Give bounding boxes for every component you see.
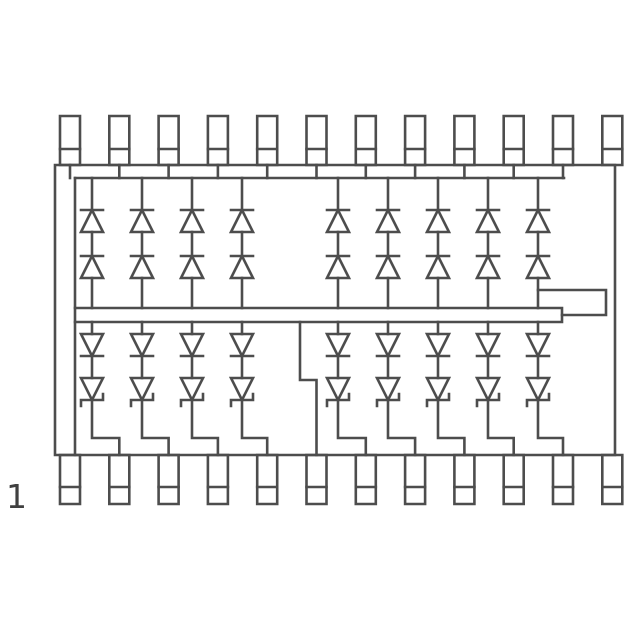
mid-bottom-connector	[298, 320, 318, 457]
diode-up-triangle	[78, 207, 106, 234]
diode-down-triangle	[374, 376, 402, 403]
diode-up-triangle	[424, 253, 452, 280]
diode-up-triangle	[178, 207, 206, 234]
diode-up-triangle	[228, 253, 256, 280]
diode-down-triangle	[524, 332, 552, 359]
diode-up-triangle	[374, 253, 402, 280]
diode-down-triangle	[78, 332, 106, 359]
diode-up-triangle	[324, 207, 352, 234]
diode-up-triangle	[474, 207, 502, 234]
diode-up-triangle	[178, 253, 206, 280]
ic-body-outline	[53, 163, 617, 457]
top-pin-8	[403, 114, 427, 167]
wire-to-pin	[240, 398, 269, 457]
bottom-pin-6	[305, 453, 328, 506]
bottom-pin-7	[354, 453, 378, 506]
wire-to-pin	[536, 398, 565, 457]
top-pin-4	[206, 114, 230, 167]
bottom-pin-2	[108, 453, 131, 506]
ic-body	[53, 163, 617, 457]
bottom-pin-11	[551, 453, 575, 506]
diode-down-triangle	[228, 332, 256, 359]
diode-up-triangle	[524, 207, 552, 234]
top-pin-1	[58, 114, 82, 167]
diode-down-triangle	[474, 376, 502, 403]
bottom-pin-row	[58, 453, 624, 506]
bottom-pin-1	[58, 453, 82, 506]
wire-to-pin	[190, 398, 220, 457]
bottom-pin-3	[157, 453, 180, 506]
pin-1-label: 1	[6, 477, 27, 516]
diode-down-triangle	[178, 376, 206, 403]
diode-down-triangle	[424, 376, 452, 403]
diode-up-triangle	[524, 253, 552, 280]
top-pin-11	[551, 114, 575, 167]
diode-up-triangle	[474, 253, 502, 280]
bottom-pin-4	[206, 453, 230, 506]
wire-to-pin	[336, 398, 368, 457]
bottom-pin-5	[255, 453, 279, 506]
wire-to-pin	[436, 398, 466, 457]
diode-down-triangle	[128, 376, 156, 403]
top-pin-7	[354, 114, 378, 167]
diode-down-triangle	[524, 376, 552, 403]
diode-up-triangle	[424, 207, 452, 234]
bottom-pin-10	[502, 453, 525, 506]
diode-down-triangle	[324, 376, 352, 403]
top-pin-5	[255, 114, 279, 167]
diode-up-triangle	[128, 207, 156, 234]
top-pin-2	[108, 114, 131, 167]
diode-up-triangle	[228, 207, 256, 234]
diode-up-triangle	[128, 253, 156, 280]
top-pin-row	[58, 114, 624, 167]
top-pin-6	[305, 114, 328, 167]
mid-bus	[73, 306, 564, 324]
top-pin-3	[157, 114, 180, 167]
wire-to-pin	[140, 398, 170, 457]
top-pin-10	[502, 114, 525, 167]
right-step	[536, 288, 608, 317]
diode-down-triangle	[78, 376, 106, 403]
diode-down-triangle	[178, 332, 206, 359]
diode-down-triangle	[128, 332, 156, 359]
diode-up-triangle	[324, 253, 352, 280]
diode-down-triangle	[374, 332, 402, 359]
bottom-pin-8	[403, 453, 427, 506]
wire-to-pin	[486, 398, 515, 457]
diode-network	[68, 163, 608, 457]
diode-down-triangle	[228, 376, 256, 403]
diode-down-triangle	[424, 332, 452, 359]
top-pin-9	[453, 114, 476, 167]
wire-to-pin	[386, 398, 417, 457]
wire-to-pin	[90, 398, 121, 457]
top-pin-12	[601, 114, 624, 167]
diode-down-triangle	[474, 332, 502, 359]
bottom-pin-12	[601, 453, 624, 506]
diode-up-triangle	[78, 253, 106, 280]
diode-up-triangle	[374, 207, 402, 234]
bottom-pin-9	[453, 453, 476, 506]
diode-down-triangle	[324, 332, 352, 359]
